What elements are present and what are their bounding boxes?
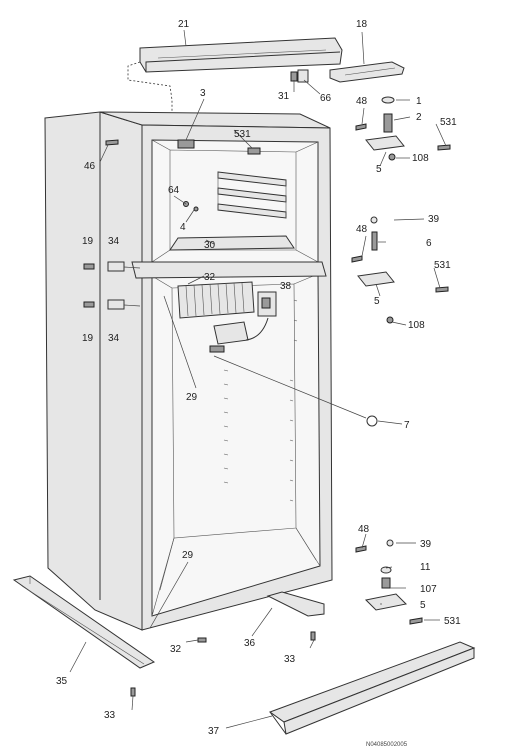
top-cover [139,37,343,73]
label-48-mid: 48 [356,224,368,235]
cabinet [44,111,333,631]
label-38: 38 [280,281,292,292]
cover-clip [290,69,309,83]
screw-4 [193,206,199,212]
freezer-evaporator [217,171,287,219]
label-30: 30 [204,240,216,251]
label-64: 64 [168,185,180,196]
label-7: 7 [404,420,410,431]
top-clip [247,147,261,155]
label-108-mid: 108 [408,320,425,331]
label-108-top: 108 [412,153,429,164]
label-5-top: 5 [376,164,382,175]
label-5-mid: 5 [374,296,380,307]
label-39-bottom: 39 [420,539,432,550]
label-19-lower: 19 [82,333,94,344]
freezer-tray [169,235,295,251]
label-33-left: 33 [104,710,116,721]
screw-33-left [130,687,136,697]
shelf-supports [223,299,298,502]
side-screw [105,139,119,146]
divider-mullion [131,261,327,279]
screw-48-mid [351,255,363,263]
kick-plate [268,641,476,735]
label-36: 36 [244,638,256,649]
label-32-top: 32 [204,272,216,283]
top-hinge [365,96,451,161]
label-531-top-right: 531 [440,117,457,128]
label-5-bottom: 5 [420,600,426,611]
label-31: 31 [278,91,290,102]
label-29-top: 29 [186,392,198,403]
label-66: 66 [320,93,332,104]
label-29-bottom: 29 [182,550,194,561]
label-35: 35 [56,676,68,687]
plinth-rail-right [266,591,325,617]
screw-48-bottom [355,545,367,553]
label-39-top: 39 [428,214,440,225]
left-plug-upper [83,261,141,272]
middle-hinge [357,216,449,324]
drawing-code: N04085002005 [366,742,408,748]
left-plug-lower [83,299,141,310]
top-bracket [177,139,195,149]
lamp [209,345,225,353]
screw-48-top [355,123,367,131]
label-531-mid: 531 [434,260,451,271]
fridge-evaporator [177,281,255,319]
label-19-upper: 19 [82,236,94,247]
label-2: 2 [416,112,422,123]
top-cover-dashed-link [127,61,173,140]
label-3: 3 [200,88,206,99]
label-4: 4 [180,222,186,233]
label-37: 37 [208,726,220,737]
screw-33-right [310,631,316,641]
label-531-bottom: 531 [444,616,461,627]
light-housing [213,321,249,345]
control-box [257,291,277,317]
label-48-top: 48 [356,96,368,107]
label-11: 11 [420,562,431,573]
label-32-bottom: 32 [170,644,182,655]
label-48-bottom: 48 [358,524,370,535]
label-18: 18 [356,19,368,30]
label-107: 107 [420,584,437,595]
bottom-hinge [364,539,423,625]
label-531-top: 531 [234,129,251,140]
label-6: 6 [426,238,432,249]
hinge-cover-top [329,61,405,83]
plinth-rail-left [12,575,156,669]
screw-32-bottom [197,637,207,643]
leader-lines [69,29,447,729]
label-21: 21 [178,19,190,30]
bulb [366,415,378,427]
label-34-upper: 34 [108,236,120,247]
label-33-right: 33 [284,654,296,665]
label-46: 46 [84,161,96,172]
label-1: 1 [416,96,422,107]
label-34-lower: 34 [108,333,120,344]
